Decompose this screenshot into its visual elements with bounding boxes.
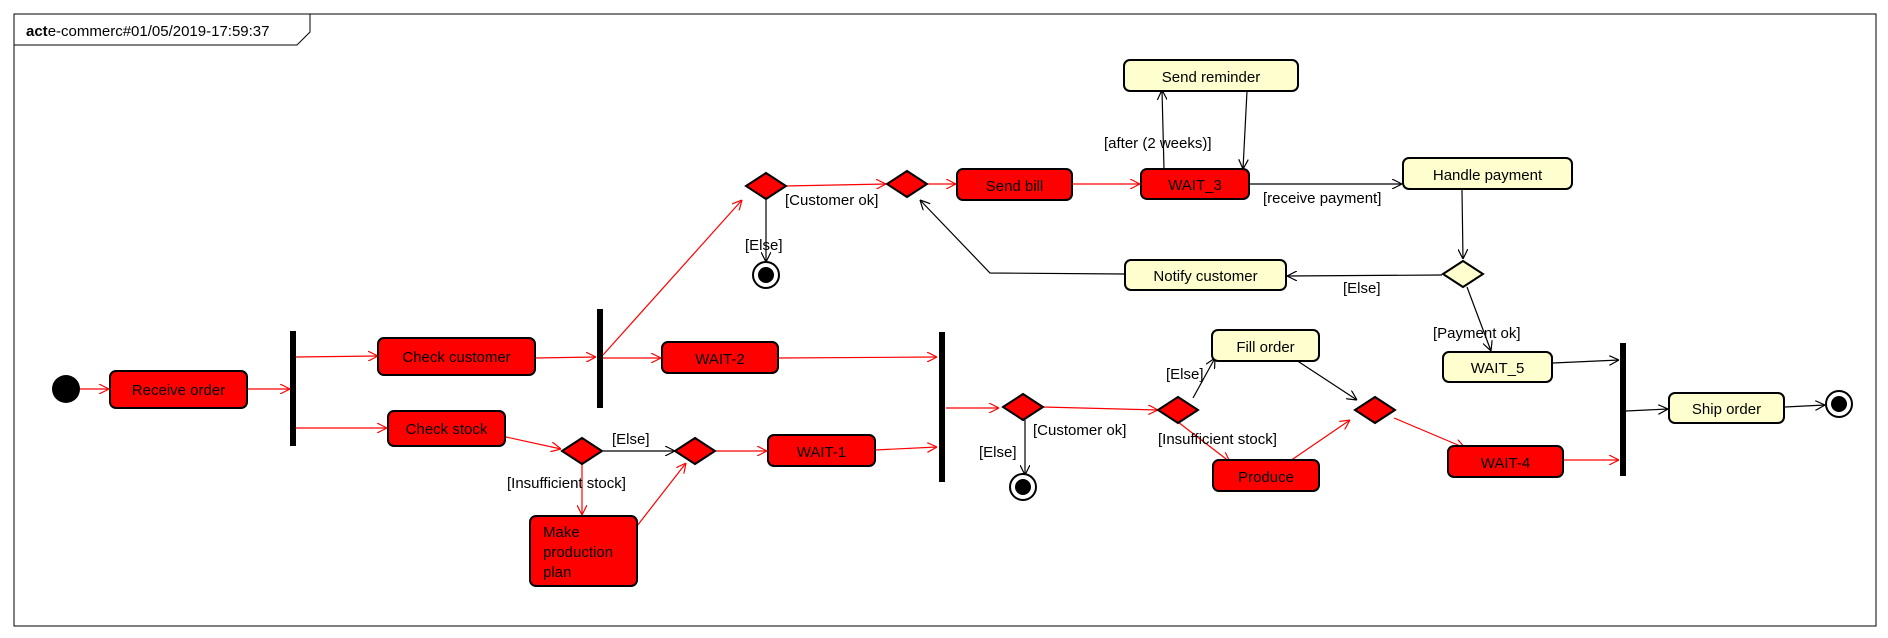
edge-decision1-to-merge1 — [784, 184, 886, 186]
frame-title: acte-commerc#01/05/2019-17:59:37 — [26, 23, 270, 40]
action-wait-3: WAIT_3 — [1140, 168, 1250, 200]
action-produce: Produce — [1212, 459, 1320, 492]
edge-handle-payment-to-decision-payment — [1462, 189, 1463, 259]
wait-4-label: WAIT-4 — [1481, 455, 1530, 472]
guard-else-stock: [Else] — [612, 431, 650, 448]
check-stock-label: Check stock — [406, 421, 488, 438]
edge-make-plan-to-merge-stock — [636, 463, 686, 527]
action-handle-payment: Handle payment — [1402, 157, 1573, 190]
merge-produce — [1353, 395, 1397, 425]
action-check-stock: Check stock — [387, 410, 506, 447]
action-notify-customer: Notify customer — [1124, 259, 1287, 291]
action-send-bill: Send bill — [956, 168, 1073, 201]
edge-fork1-to-check-customer — [295, 356, 378, 357]
make-production-plan-label-2: production — [543, 544, 613, 561]
wait-5-label: WAIT_5 — [1471, 360, 1525, 377]
final-node-1 — [752, 261, 780, 289]
edge-check-stock-to-decision-stock — [505, 436, 561, 449]
edge-decision3-to-produce — [1177, 421, 1230, 462]
wait-1-label: WAIT-1 — [797, 444, 846, 461]
produce-label: Produce — [1238, 469, 1294, 486]
make-production-plan-label-3: plan — [543, 564, 571, 581]
handle-payment-label: Handle payment — [1433, 167, 1543, 184]
guard-insufficient-stock-2: [Insufficient stock] — [1158, 431, 1277, 448]
final-node-2 — [1009, 473, 1037, 501]
edge-send-reminder-to-wait3 — [1243, 90, 1247, 169]
action-make-production-plan: Make production plan — [529, 515, 638, 587]
edge-ship-order-to-end3 — [1784, 405, 1825, 407]
guard-else-1: [Else] — [745, 237, 783, 254]
receive-order-label: Receive order — [132, 382, 225, 399]
edge-wait1-to-join1 — [874, 447, 937, 450]
guard-payment-ok: [Payment ok] — [1433, 325, 1521, 342]
send-reminder-label: Send reminder — [1162, 69, 1260, 86]
decision-customer — [744, 171, 788, 201]
decision-customer-2 — [1001, 392, 1045, 422]
edge-decision2-to-decision3 — [1042, 407, 1158, 410]
edge-decision-payment-else-to-notify — [1287, 275, 1443, 276]
final-node-3 — [1825, 390, 1853, 418]
guard-else-2: [Else] — [979, 444, 1017, 461]
guard-insufficient-stock-1: [Insufficient stock] — [507, 475, 626, 492]
edge-check-customer-to-fork2 — [534, 357, 596, 358]
fork-bar-2 — [597, 309, 603, 408]
guard-customer-ok-1: [Customer ok] — [785, 192, 878, 209]
edge-decision-payment-ok-to-wait5 — [1466, 286, 1491, 351]
edge-wait2-to-join1 — [778, 357, 937, 358]
decision-payment — [1441, 259, 1485, 289]
guard-customer-ok-2: [Customer ok] — [1033, 422, 1126, 439]
guard-receive-payment: [receive payment] — [1263, 190, 1381, 207]
initial-node — [52, 375, 80, 403]
edge-produce-to-merge2 — [1289, 420, 1350, 462]
merge-stock — [673, 436, 717, 466]
action-receive-order: Receive order — [109, 370, 248, 409]
edge-merge2-to-wait4 — [1393, 417, 1465, 448]
edge-notify-to-merge1 — [920, 200, 1125, 275]
diagram-frame: acte-commerc#01/05/2019-17:59:37 — [13, 13, 1877, 627]
action-wait-5: WAIT_5 — [1442, 351, 1553, 383]
action-wait-2: WAIT-2 — [661, 341, 779, 374]
join-bar-1 — [939, 332, 945, 482]
decision-stock — [560, 436, 604, 466]
merge-send-bill — [885, 169, 929, 199]
action-send-reminder: Send reminder — [1123, 59, 1299, 92]
guard-after-2-weeks: [after (2 weeks)] — [1104, 135, 1212, 152]
edge-decision3-else-to-fill-order — [1192, 358, 1215, 399]
wait-3-label: WAIT_3 — [1168, 177, 1222, 194]
join-bar-2 — [1620, 343, 1626, 476]
guard-else-fill: [Else] — [1166, 366, 1204, 383]
action-wait-4: WAIT-4 — [1447, 445, 1564, 478]
edge-fill-order-to-merge2 — [1295, 359, 1357, 400]
frame-name: e-commerc#01/05/2019-17:59:37 — [48, 23, 270, 40]
send-bill-label: Send bill — [986, 178, 1044, 195]
edge-join2-to-ship-order — [1625, 409, 1668, 411]
frame-keyword: act — [26, 23, 48, 40]
guard-labels: [Customer ok] [Else] [Else] [Insufficien… — [507, 135, 1521, 492]
action-wait-1: WAIT-1 — [767, 434, 876, 467]
notify-customer-label: Notify customer — [1153, 268, 1257, 285]
edge-wait3-to-send-reminder — [1162, 90, 1164, 170]
edge-wait5-to-join2 — [1552, 360, 1619, 363]
guard-else-payment: [Else] — [1343, 280, 1381, 297]
edge-fork2-to-decision1 — [602, 200, 742, 356]
decision-fill — [1156, 395, 1200, 425]
make-production-plan-label-1: Make — [543, 524, 580, 541]
edges — [80, 90, 1825, 527]
fork-bar-1 — [290, 331, 296, 446]
action-fill-order: Fill order — [1211, 329, 1320, 362]
check-customer-label: Check customer — [402, 349, 510, 366]
action-ship-order: Ship order — [1668, 392, 1785, 424]
fill-order-label: Fill order — [1236, 339, 1294, 356]
ship-order-label: Ship order — [1692, 401, 1761, 418]
wait-2-label: WAIT-2 — [695, 351, 744, 368]
action-check-customer: Check customer — [377, 337, 536, 376]
